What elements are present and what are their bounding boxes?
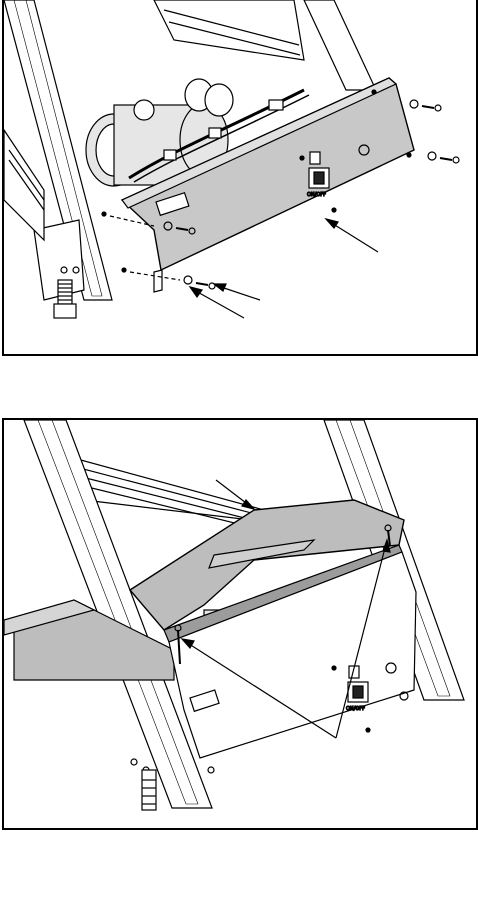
right-upright: [304, 0, 376, 90]
washer: [410, 100, 418, 108]
motor-hood-illustration: ON/OFF: [4, 0, 476, 354]
callout-screw-lower: [194, 290, 244, 318]
power-switch-label: ON/OFF: [307, 192, 326, 198]
figure-panel-top: ON/OFF: [2, 0, 478, 356]
figure-panel-bottom: ON/OFF: [2, 418, 478, 830]
washer: [184, 276, 192, 284]
washer: [428, 152, 436, 160]
power-switch-label: ON/OFF: [346, 706, 365, 712]
top-cover-illustration: ON/OFF: [4, 420, 476, 828]
callout-hood: [330, 222, 378, 252]
